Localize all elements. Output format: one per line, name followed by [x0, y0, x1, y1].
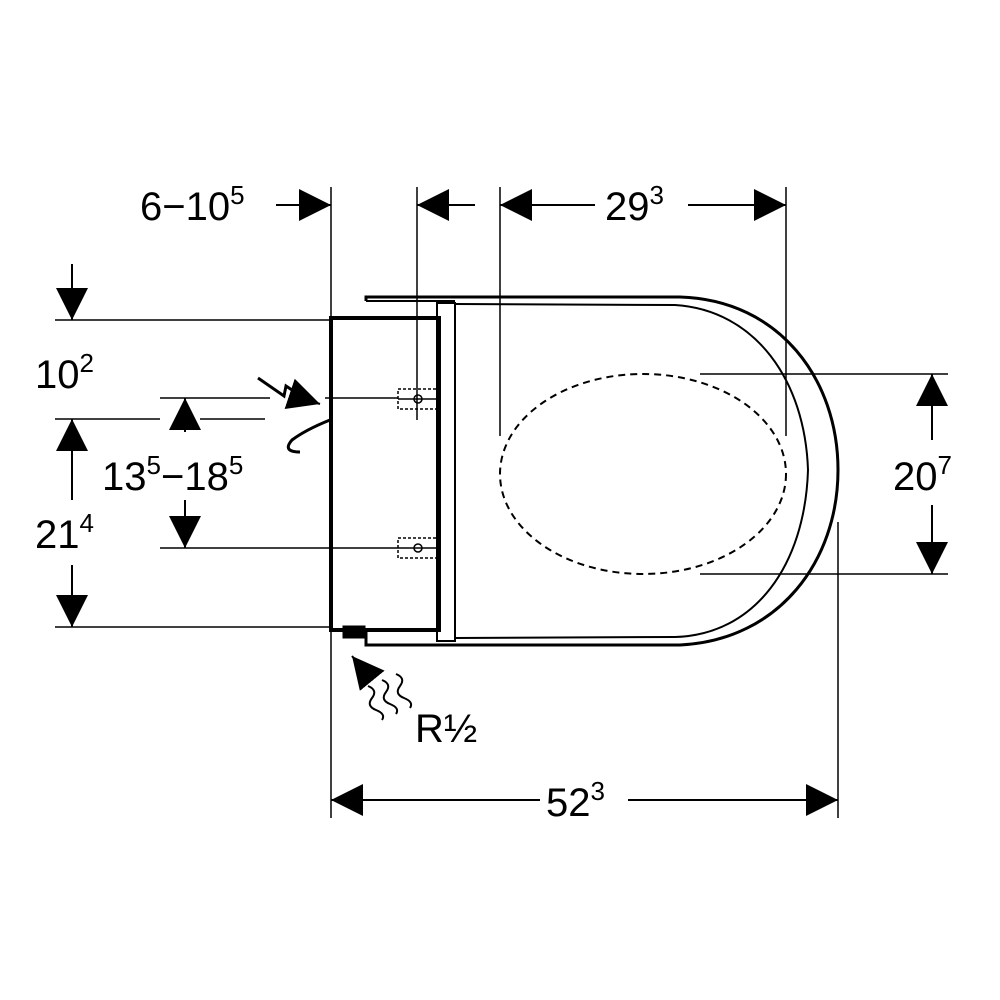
- label-installation-depth: 6−105: [140, 180, 245, 229]
- label-power-range-sup1: 5: [147, 450, 161, 480]
- label-seat-opening-width-main: 20: [893, 455, 938, 499]
- label-seat-opening-width-sup: 7: [938, 450, 952, 480]
- extension-lines: [55, 187, 948, 818]
- label-power-range-main1: 13: [102, 455, 147, 499]
- seat-outline: [454, 303, 810, 639]
- cistern-box: [329, 316, 441, 632]
- label-total-length: 523: [546, 776, 605, 825]
- dimension-lines: [56, 189, 948, 816]
- label-installation-depth-sup: 5: [230, 180, 244, 210]
- seat-opening-dashed: [499, 373, 787, 575]
- label-seat-opening-width: 207: [893, 450, 952, 499]
- label-total-length-sup: 3: [591, 776, 605, 806]
- label-installation-depth-main: 6−10: [140, 185, 230, 229]
- label-top-offset-main: 10: [35, 353, 80, 397]
- label-top-offset-sup: 2: [80, 348, 94, 378]
- label-seat-opening-length: 293: [605, 180, 664, 229]
- label-seat-opening-length-sup: 3: [650, 180, 664, 210]
- bowl-outer-outline: [364, 295, 840, 647]
- label-power-range-sup2: 5: [229, 450, 243, 480]
- hinge-upper: [397, 388, 439, 410]
- label-power-height-range: 135−185: [102, 450, 243, 499]
- label-top-offset: 102: [35, 348, 94, 397]
- label-bowl-height-main: 21: [35, 513, 80, 557]
- label-power-range-sep: −18: [161, 455, 229, 499]
- label-water-connection: R½: [415, 707, 477, 751]
- lightning-bolt-icon: [257, 376, 321, 410]
- hinge-lower: [397, 537, 439, 559]
- label-seat-opening-length-main: 29: [605, 185, 650, 229]
- label-bowl-height-sup: 4: [80, 508, 94, 538]
- toilet-outline: [329, 295, 840, 647]
- water-connector: [342, 625, 366, 639]
- label-total-length-main: 52: [546, 781, 591, 825]
- water-inlet-icon: [351, 655, 413, 721]
- power-cable-icon: [286, 418, 331, 454]
- label-bowl-height: 214: [35, 508, 94, 557]
